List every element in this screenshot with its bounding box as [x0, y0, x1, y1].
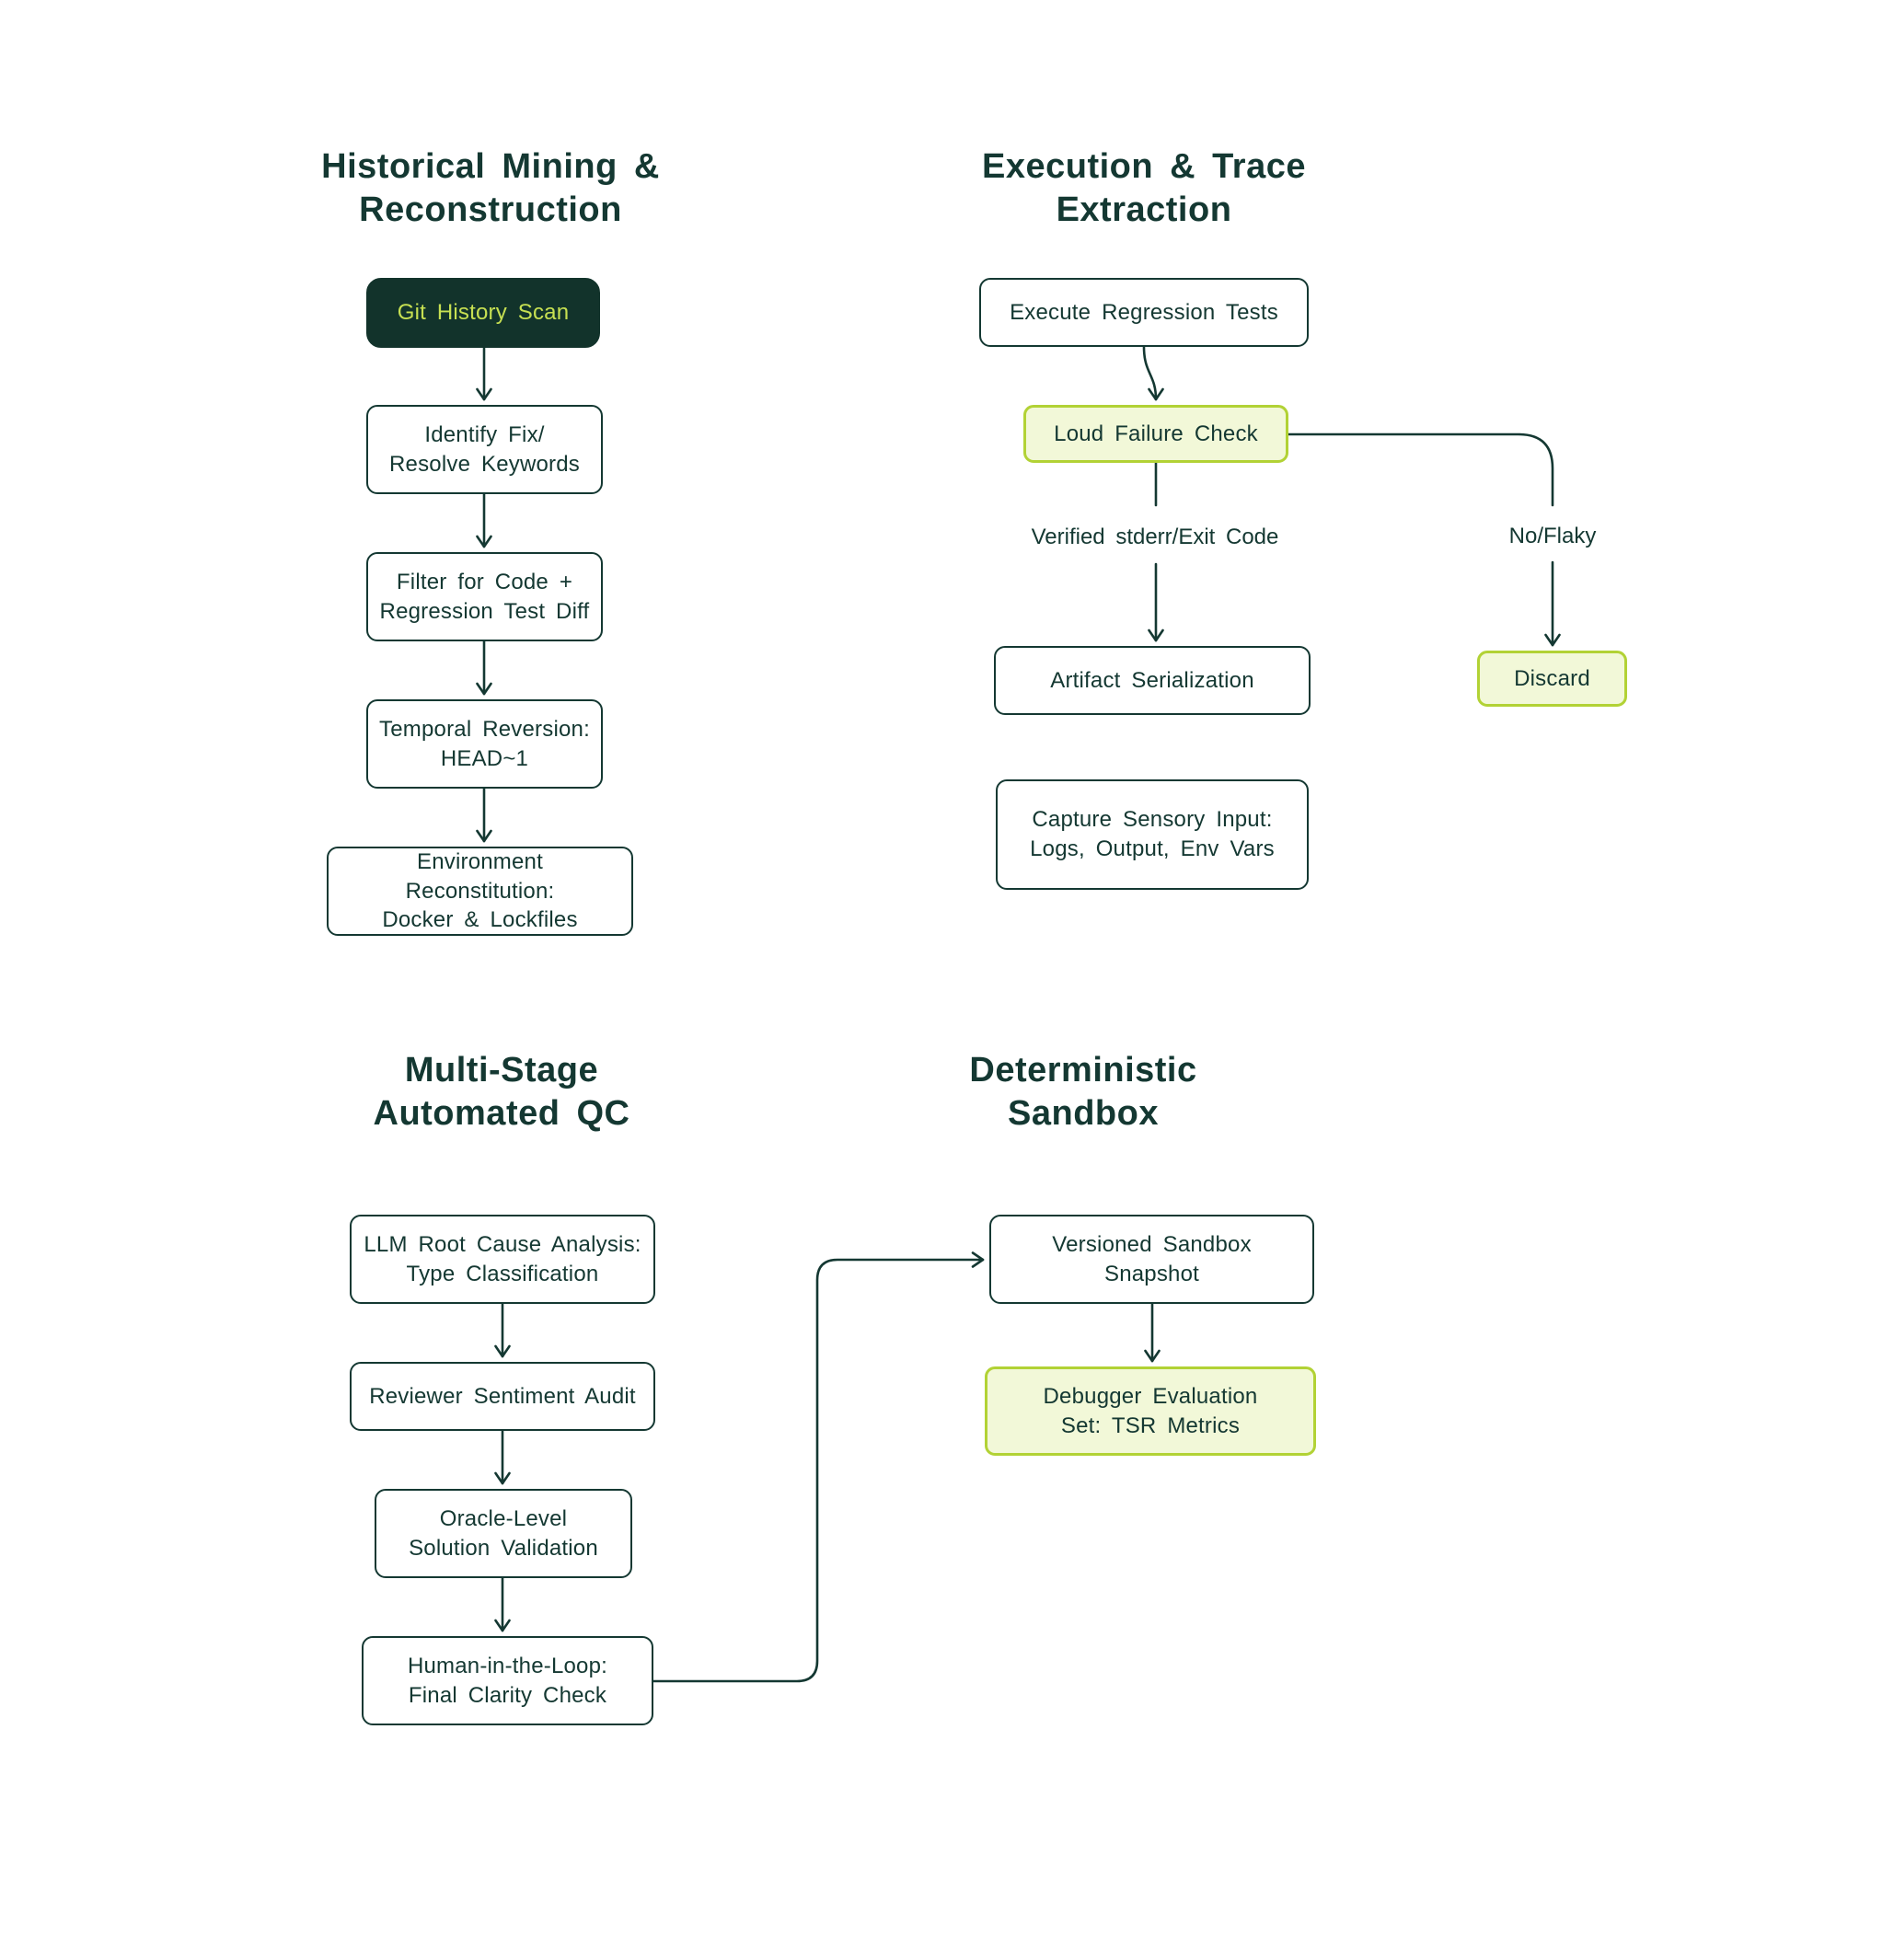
- node-identify-fix-resolve-keywords: Identify Fix/ Resolve Keywords: [366, 405, 603, 494]
- node-llm-root-cause-analysis: LLM Root Cause Analysis: Type Classifica…: [350, 1215, 655, 1304]
- section-title-execution-trace: Execution & Trace Extraction: [982, 147, 1306, 230]
- node-versioned-sandbox-snapshot: Versioned Sandbox Snapshot: [989, 1215, 1314, 1304]
- node-oracle-level-solution-validation: Oracle-Level Solution Validation: [375, 1489, 632, 1578]
- section-title-deterministic-sandbox: Deterministic Sandbox: [969, 1051, 1197, 1134]
- edge-label-verified-stderr-exit-code: Verified stderr/Exit Code: [971, 525, 1339, 550]
- node-reviewer-sentiment-audit: Reviewer Sentiment Audit: [350, 1362, 655, 1431]
- node-execute-regression-tests: Execute Regression Tests: [979, 278, 1309, 347]
- edge-label-no-flaky: No/Flaky: [1461, 524, 1645, 549]
- edge-execute-to-loud-failure: [1142, 345, 1164, 401]
- node-discard: Discard: [1477, 651, 1627, 707]
- section-title-historical-mining: Historical Mining & Reconstruction: [321, 147, 660, 230]
- node-temporal-reversion: Temporal Reversion: HEAD~1: [366, 699, 603, 789]
- node-loud-failure-check: Loud Failure Check: [1023, 405, 1288, 463]
- node-human-in-the-loop: Human-in-the-Loop: Final Clarity Check: [362, 1636, 653, 1725]
- section-title-multi-stage-qc: Multi-Stage Automated QC: [373, 1051, 630, 1134]
- node-capture-sensory-input: Capture Sensory Input: Logs, Output, Env…: [996, 779, 1309, 890]
- edge-human-to-versioned-elbow: [652, 1251, 985, 1683]
- node-environment-reconstitution: Environment Reconstitution: Docker & Loc…: [327, 847, 633, 936]
- node-filter-code-regression-test-diff: Filter for Code + Regression Test Diff: [366, 552, 603, 641]
- edge-loud-failure-right-elbow: [1287, 432, 1554, 507]
- node-debugger-evaluation-set: Debugger Evaluation Set: TSR Metrics: [985, 1366, 1316, 1456]
- node-git-history-scan: Git History Scan: [366, 278, 600, 348]
- node-artifact-serialization: Artifact Serialization: [994, 646, 1311, 715]
